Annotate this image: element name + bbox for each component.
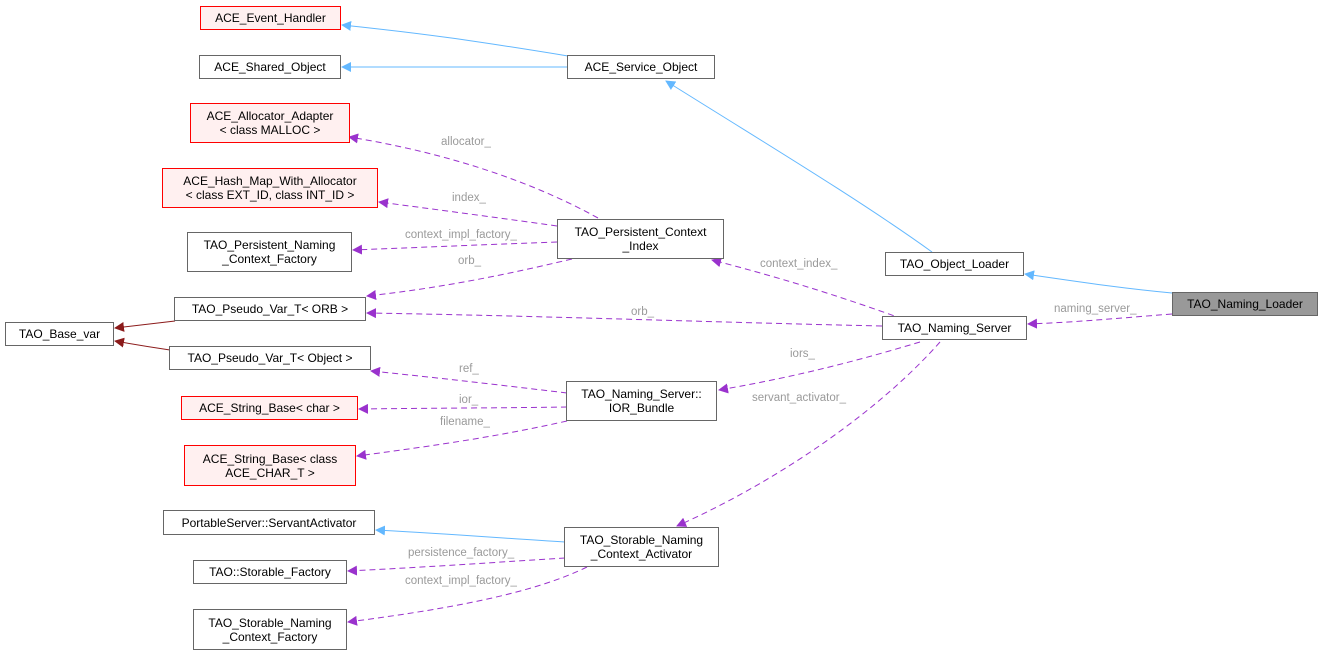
- edge-label-naming-server: naming_server_: [1054, 303, 1137, 315]
- edge-label-servant-activator: servant_activator_: [752, 392, 846, 404]
- edge-allocator: [348, 133, 599, 219]
- node-tao-storable-naming-context-activator[interactable]: TAO_Storable_Naming _Context_Activator: [564, 527, 719, 567]
- node-tao-persistent-context-index[interactable]: TAO_Persistent_Context _Index: [557, 219, 724, 259]
- edge-persistence-factory: [347, 557, 566, 576]
- edge-pseudo-var-object-to-base-var: [114, 337, 171, 351]
- edge-label-context-impl-factory-1: context_impl_factory_: [405, 229, 517, 241]
- edge-filename: [356, 420, 568, 460]
- node-tao-pseudo-var-object[interactable]: TAO_Pseudo_Var_T< Object >: [169, 346, 371, 370]
- node-label-line-2: _Context_Factory: [222, 252, 317, 266]
- node-label: TAO_Base_var: [18, 327, 101, 341]
- node-label: ACE_Service_Object: [584, 60, 698, 74]
- edge-naming-loader-to-object-loader: [1024, 270, 1173, 294]
- node-label-line-2: _Index: [622, 239, 659, 253]
- edge-context-impl-factory-1: [352, 241, 558, 255]
- node-tao-persistent-naming-context-factory[interactable]: TAO_Persistent_Naming _Context_Factory: [187, 232, 352, 272]
- edge-ref: [370, 366, 568, 394]
- node-ace-allocator-adapter[interactable]: ACE_Allocator_Adapter < class MALLOC >: [190, 103, 350, 143]
- node-label-line-1: TAO_Storable_Naming: [208, 615, 332, 630]
- node-ace-string-base-ace-char[interactable]: ACE_String_Base< class ACE_CHAR_T >: [184, 445, 356, 486]
- edge-orb-2: [366, 308, 883, 327]
- node-label-line-2: _Context_Factory: [222, 629, 318, 644]
- edge-context-impl-factory-2: [347, 566, 588, 626]
- edge-label-index: index_: [452, 192, 486, 204]
- node-label: ACE_String_Base< char >: [199, 401, 340, 415]
- edge-activator-to-servant-activator: [375, 525, 566, 543]
- node-ace-service-object[interactable]: ACE_Service_Object: [567, 55, 715, 79]
- node-label: TAO_Pseudo_Var_T< ORB >: [191, 302, 349, 316]
- node-tao-base-var[interactable]: TAO_Base_var: [5, 322, 114, 346]
- edge-naming-server-ptr: [1027, 313, 1173, 329]
- edge-label-persistence-factory: persistence_factory_: [408, 547, 515, 559]
- edge-iors: [718, 341, 921, 394]
- node-label: TAO_Naming_Loader: [1187, 297, 1303, 311]
- node-label-line-1: TAO_Storable_Naming: [579, 533, 704, 547]
- edge-label-allocator: allocator_: [441, 136, 491, 148]
- node-tao-naming-server-ior-bundle[interactable]: TAO_Naming_Server:: IOR_Bundle: [566, 381, 717, 421]
- node-label-line-1: TAO_Naming_Server::: [581, 387, 702, 401]
- node-label: TAO_Pseudo_Var_T< Object >: [187, 351, 353, 365]
- edge-orb-1: [366, 258, 573, 300]
- edge-context-index: [711, 257, 904, 320]
- node-label: PortableServer::ServantActivator: [181, 515, 357, 530]
- node-label-line-2: < class EXT_ID, class INT_ID >: [185, 188, 355, 202]
- node-label-line-1: ACE_Allocator_Adapter: [206, 109, 334, 123]
- node-ace-hash-map-with-allocator[interactable]: ACE_Hash_Map_With_Allocator < class EXT_…: [162, 168, 378, 208]
- node-label: TAO::Storable_Factory: [209, 565, 331, 579]
- node-tao-naming-loader[interactable]: TAO_Naming_Loader: [1172, 292, 1318, 316]
- node-label-line-2: IOR_Bundle: [608, 401, 675, 415]
- node-ace-string-base-char[interactable]: ACE_String_Base< char >: [181, 396, 358, 420]
- edge-label-context-impl-factory-2: context_impl_factory_: [405, 575, 517, 587]
- edge-label-ref: ref_: [459, 363, 479, 375]
- node-label: ACE_Shared_Object: [214, 60, 326, 74]
- node-label: TAO_Naming_Server: [897, 321, 1012, 335]
- node-tao-object-loader[interactable]: TAO_Object_Loader: [885, 252, 1024, 276]
- edge-servant-activator: [676, 341, 941, 527]
- node-label-line-2: ACE_CHAR_T >: [225, 465, 315, 480]
- edge-object-loader-to-service-object: [665, 80, 933, 253]
- node-label-line-1: ACE_Hash_Map_With_Allocator: [183, 174, 357, 188]
- node-label-line-1: TAO_Persistent_Naming: [203, 238, 336, 252]
- edge-ior: [358, 403, 568, 414]
- node-tao-storable-factory[interactable]: TAO::Storable_Factory: [193, 560, 347, 584]
- edge-label-iors: iors_: [790, 348, 815, 360]
- node-label-line-2: < class MALLOC >: [219, 123, 321, 137]
- node-tao-storable-naming-context-factory[interactable]: TAO_Storable_Naming _Context_Factory: [193, 609, 347, 650]
- node-label: ACE_Event_Handler: [215, 11, 326, 25]
- edge-label-context-index: context_index_: [760, 258, 838, 270]
- node-ace-shared-object[interactable]: ACE_Shared_Object: [199, 55, 341, 79]
- edge-pseudo-var-orb-to-base-var: [114, 320, 176, 332]
- edge-index: [378, 198, 558, 227]
- edge-label-orb-1: orb_: [458, 255, 482, 267]
- node-label-line-1: TAO_Persistent_Context: [574, 225, 707, 239]
- node-label-line-2: _Context_Activator: [590, 547, 693, 561]
- edge-service-object-to-event-handler: [341, 20, 569, 57]
- node-ace-event-handler[interactable]: ACE_Event_Handler: [200, 6, 341, 30]
- node-label-line-1: ACE_String_Base< class: [202, 451, 338, 466]
- edge-label-ior: ior_: [459, 394, 479, 406]
- edge-label-filename: filename_: [440, 416, 490, 428]
- node-label: TAO_Object_Loader: [899, 257, 1010, 271]
- node-portableserver-servant-activator[interactable]: PortableServer::ServantActivator: [163, 510, 375, 535]
- node-tao-pseudo-var-orb[interactable]: TAO_Pseudo_Var_T< ORB >: [174, 297, 366, 321]
- node-tao-naming-server[interactable]: TAO_Naming_Server: [882, 316, 1027, 340]
- edge-label-orb-2: orb_: [631, 306, 655, 318]
